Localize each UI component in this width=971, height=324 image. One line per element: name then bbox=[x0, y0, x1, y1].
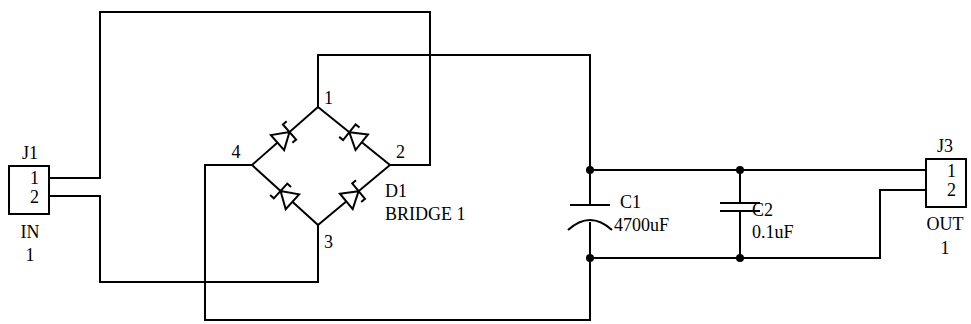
diode-lead bbox=[318, 165, 390, 225]
bridge-pin-number: 4 bbox=[232, 142, 241, 162]
bridge-pin-number: 1 bbox=[324, 88, 333, 108]
connector-designator: J3 bbox=[937, 136, 953, 156]
connector-box: 12 bbox=[925, 158, 967, 208]
diode-triangle bbox=[271, 132, 290, 150]
connector-label: OUT bbox=[927, 214, 964, 234]
part-value: 4700uF bbox=[614, 215, 669, 235]
junction-dot bbox=[586, 166, 594, 174]
wire bbox=[739, 170, 741, 203]
connector-box: 12 bbox=[8, 165, 50, 215]
connector-label: IN bbox=[21, 222, 40, 242]
diode-triangle bbox=[349, 132, 368, 150]
pin-number: 2 bbox=[10, 188, 48, 207]
part-designator: C1 bbox=[620, 192, 641, 212]
junction-dot bbox=[736, 254, 744, 262]
wire bbox=[590, 190, 925, 258]
diode-bar bbox=[270, 184, 291, 199]
diode-lead bbox=[252, 165, 318, 225]
wire bbox=[318, 55, 590, 205]
part-value: BRIDGE 1 bbox=[385, 204, 466, 224]
connector-number: 1 bbox=[26, 245, 35, 265]
pin-number: 1 bbox=[927, 162, 965, 181]
junction-dot bbox=[586, 254, 594, 262]
wire bbox=[205, 165, 590, 320]
capacitor-plate-curved bbox=[568, 220, 612, 230]
diode-triangle bbox=[340, 191, 359, 209]
connector-designator: J1 bbox=[22, 143, 38, 163]
wire bbox=[50, 196, 318, 282]
wire bbox=[50, 12, 430, 178]
zener-diode-symbol bbox=[318, 165, 390, 225]
zener-diode-symbol bbox=[318, 107, 390, 165]
diode-bar bbox=[339, 124, 359, 140]
diode-bar bbox=[352, 180, 365, 202]
capacitor-plate bbox=[570, 204, 610, 206]
diode-triangle bbox=[281, 191, 300, 209]
junction-dot bbox=[736, 166, 744, 174]
bridge-pin-number: 2 bbox=[396, 142, 405, 162]
part-designator: D1 bbox=[385, 181, 407, 201]
bridge-pin-number: 3 bbox=[324, 232, 333, 252]
zener-diode-symbol bbox=[252, 165, 318, 225]
diode-lead bbox=[318, 107, 390, 165]
pin-number: 2 bbox=[927, 181, 965, 200]
connector-number: 1 bbox=[941, 238, 950, 258]
part-value: 0.1uF bbox=[752, 222, 794, 242]
wire bbox=[590, 169, 925, 171]
zener-diode-symbol bbox=[252, 107, 318, 165]
wire bbox=[739, 211, 741, 258]
pin-number: 1 bbox=[10, 169, 48, 188]
part-designator: C2 bbox=[752, 200, 773, 220]
diode-bar bbox=[283, 121, 296, 143]
diode-lead bbox=[252, 107, 318, 165]
